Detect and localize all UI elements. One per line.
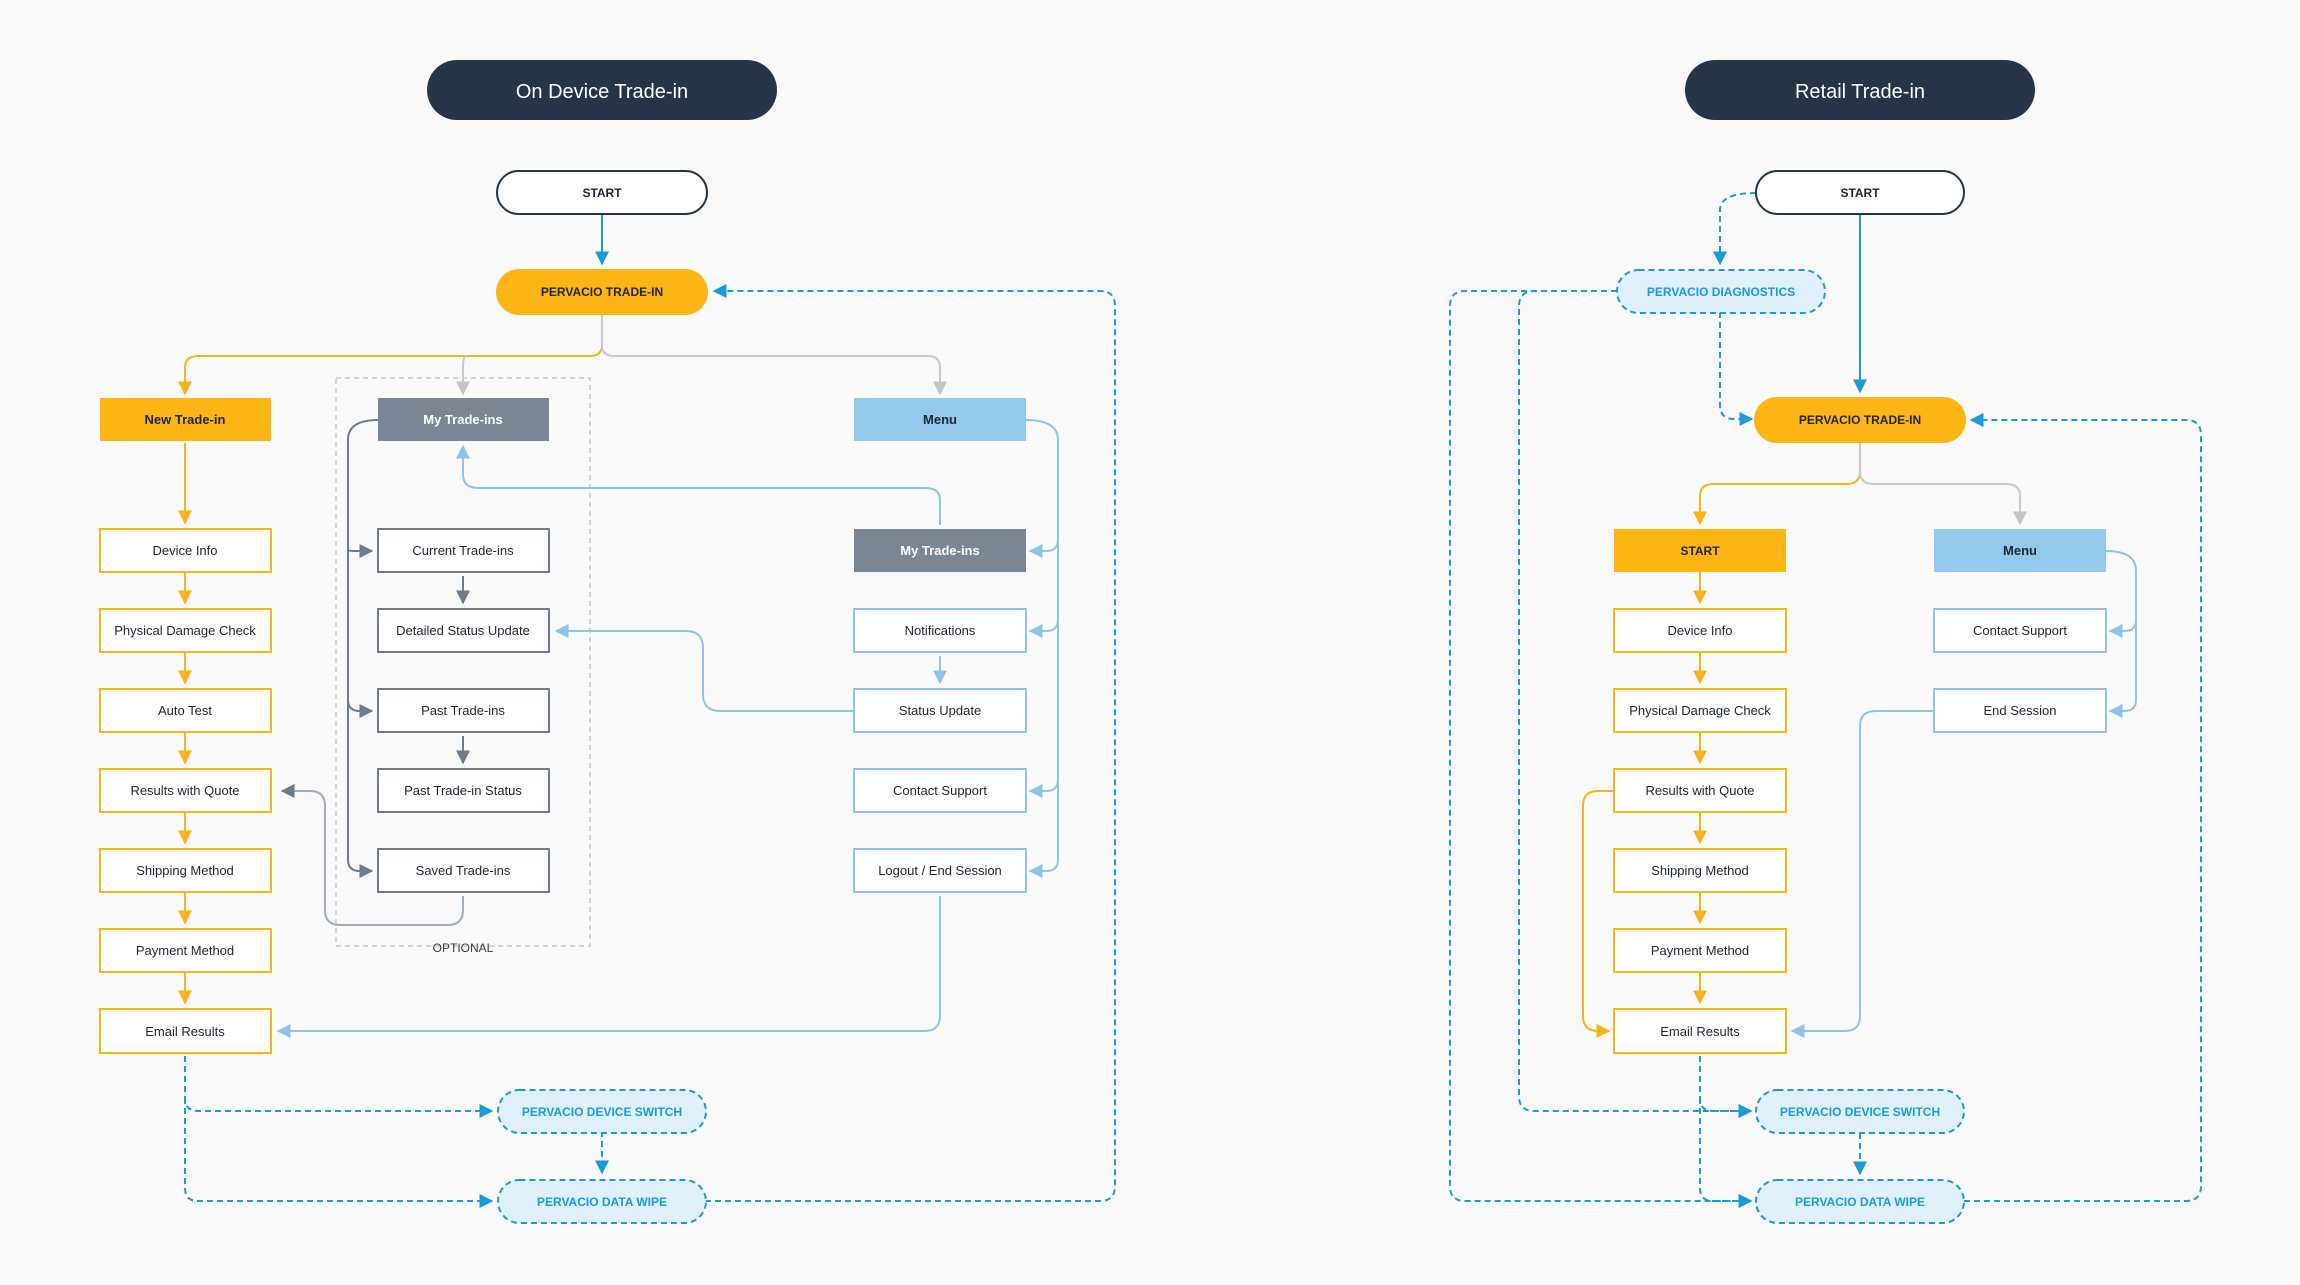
new-trade-in-label: New Trade-in — [145, 412, 226, 427]
left-shipping-node: Shipping Method — [99, 848, 272, 893]
left-contact-support-node: Contact Support — [853, 768, 1027, 813]
my-trade-ins-label: My Trade-ins — [423, 412, 502, 427]
left-trade-in-label: PERVACIO TRADE-IN — [541, 285, 663, 299]
status-update-node: Status Update — [853, 688, 1027, 733]
left-contact-support-label: Contact Support — [893, 783, 987, 798]
right-contact-support-node: Contact Support — [1933, 608, 2107, 653]
left-auto-test-label: Auto Test — [158, 703, 212, 718]
right-email-node: Email Results — [1613, 1008, 1787, 1054]
right-data-wipe-label: PERVACIO DATA WIPE — [1795, 1195, 1925, 1209]
left-auto-test-node: Auto Test — [99, 688, 272, 733]
left-device-info-node: Device Info — [99, 528, 272, 573]
left-email-node: Email Results — [99, 1008, 272, 1054]
left-payment-label: Payment Method — [136, 943, 234, 958]
left-device-switch-node: PERVACIO DEVICE SWITCH — [497, 1089, 707, 1134]
detailed-status-label: Detailed Status Update — [396, 623, 530, 638]
left-payment-node: Payment Method — [99, 928, 272, 973]
left-results-node: Results with Quote — [99, 768, 272, 813]
status-update-label: Status Update — [899, 703, 981, 718]
end-session-node: End Session — [1933, 688, 2107, 733]
right-start2-label: START — [1680, 544, 1720, 558]
past-trade-ins-label: Past Trade-ins — [421, 703, 505, 718]
left-damage-check-label: Physical Damage Check — [114, 623, 256, 638]
menu-my-trade-ins-node: My Trade-ins — [854, 529, 1026, 572]
saved-trade-ins-node: Saved Trade-ins — [377, 848, 550, 893]
right-contact-support-label: Contact Support — [1973, 623, 2067, 638]
right-email-label: Email Results — [1660, 1024, 1740, 1039]
past-trade-in-status-label: Past Trade-in Status — [404, 783, 522, 798]
end-session-label: End Session — [1984, 703, 2057, 718]
left-start-label: START — [582, 186, 622, 200]
diagnostics-label: PERVACIO DIAGNOSTICS — [1647, 285, 1795, 299]
left-menu-node: Menu — [854, 398, 1026, 441]
left-device-switch-label: PERVACIO DEVICE SWITCH — [522, 1105, 682, 1119]
left-data-wipe-label: PERVACIO DATA WIPE — [537, 1195, 667, 1209]
left-email-label: Email Results — [145, 1024, 225, 1039]
left-title: On Device Trade-in — [516, 81, 688, 103]
left-menu-label: Menu — [923, 412, 957, 427]
left-flow: On Device Trade-in OPTIONAL — [99, 60, 1116, 1224]
right-device-info-node: Device Info — [1613, 608, 1787, 653]
new-trade-in-node: New Trade-in — [100, 398, 271, 441]
left-results-label: Results with Quote — [130, 783, 239, 798]
right-shipping-label: Shipping Method — [1651, 863, 1749, 878]
current-trade-ins-node: Current Trade-ins — [377, 528, 550, 573]
menu-my-trade-ins-label: My Trade-ins — [900, 543, 979, 558]
right-payment-label: Payment Method — [1651, 943, 1749, 958]
left-damage-check-node: Physical Damage Check — [99, 608, 272, 653]
right-start2-node: START — [1614, 529, 1786, 572]
right-start-label: START — [1840, 186, 1880, 200]
logout-node: Logout / End Session — [853, 848, 1027, 893]
right-flow: Retail Trade-in — [1449, 60, 2202, 1224]
current-trade-ins-label: Current Trade-ins — [412, 543, 514, 558]
right-shipping-node: Shipping Method — [1613, 848, 1787, 893]
right-menu-label: Menu — [2003, 543, 2037, 558]
right-trade-in-label: PERVACIO TRADE-IN — [1799, 413, 1921, 427]
logout-label: Logout / End Session — [878, 863, 1002, 878]
right-title: Retail Trade-in — [1795, 81, 1925, 103]
diagnostics-node: PERVACIO DIAGNOSTICS — [1616, 269, 1826, 314]
right-results-label: Results with Quote — [1645, 783, 1754, 798]
left-shipping-label: Shipping Method — [136, 863, 234, 878]
right-device-info-label: Device Info — [1667, 623, 1732, 638]
notifications-node: Notifications — [853, 608, 1027, 653]
right-device-switch-node: PERVACIO DEVICE SWITCH — [1755, 1089, 1965, 1134]
optional-label: OPTIONAL — [433, 941, 494, 955]
left-device-info-label: Device Info — [152, 543, 217, 558]
past-trade-ins-node: Past Trade-ins — [377, 688, 550, 733]
right-menu-node: Menu — [1934, 529, 2106, 572]
right-results-node: Results with Quote — [1613, 768, 1787, 813]
saved-trade-ins-label: Saved Trade-ins — [416, 863, 511, 878]
right-damage-check-node: Physical Damage Check — [1613, 688, 1787, 733]
right-data-wipe-node: PERVACIO DATA WIPE — [1755, 1179, 1965, 1224]
left-trade-in-node: PERVACIO TRADE-IN — [496, 269, 708, 315]
left-title-pill — [427, 60, 777, 120]
right-start-node: START — [1755, 170, 1965, 215]
notifications-label: Notifications — [905, 623, 976, 638]
right-damage-check-label: Physical Damage Check — [1629, 703, 1771, 718]
right-payment-node: Payment Method — [1613, 928, 1787, 973]
past-trade-in-status-node: Past Trade-in Status — [377, 768, 550, 813]
right-device-switch-label: PERVACIO DEVICE SWITCH — [1780, 1105, 1940, 1119]
my-trade-ins-node: My Trade-ins — [378, 398, 549, 441]
left-data-wipe-node: PERVACIO DATA WIPE — [497, 1179, 707, 1224]
right-trade-in-node: PERVACIO TRADE-IN — [1754, 397, 1966, 443]
left-start-node: START — [496, 170, 708, 215]
detailed-status-node: Detailed Status Update — [377, 608, 550, 653]
right-title-pill — [1685, 60, 2035, 120]
